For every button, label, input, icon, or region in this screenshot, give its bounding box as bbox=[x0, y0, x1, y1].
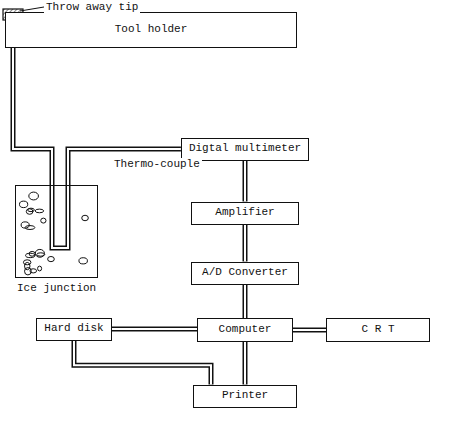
thermocouple-loop bbox=[52, 186, 68, 248]
double-line-connector bbox=[13, 48, 52, 185]
leader-line bbox=[20, 7, 44, 11]
connector-inner bbox=[244, 225, 246, 262]
node-label: Amplifier bbox=[215, 206, 274, 219]
ice-box-outline bbox=[15, 185, 98, 278]
process-box: Tool holder bbox=[5, 12, 297, 48]
double-line-connector bbox=[245, 161, 246, 202]
process-box: Printer bbox=[193, 385, 297, 408]
connector-outer bbox=[74, 341, 211, 385]
node-label: Ice junction bbox=[15, 278, 98, 295]
wire-label: Thermo-couple bbox=[112, 158, 202, 171]
node-label: C R T bbox=[361, 323, 394, 336]
connector-outer bbox=[13, 48, 52, 185]
double-line-connector bbox=[112, 329, 197, 330]
connector-outer bbox=[243, 225, 248, 262]
process-box: Computer bbox=[197, 318, 293, 342]
node-label: Computer bbox=[219, 323, 272, 336]
double-line-connector bbox=[74, 341, 211, 385]
part-label: Throw away tip bbox=[44, 1, 140, 14]
double-line-connector bbox=[245, 225, 246, 262]
connector-inner bbox=[293, 329, 326, 331]
process-box: Amplifier bbox=[191, 202, 299, 225]
node-label: A/D Converter bbox=[202, 266, 288, 279]
node-label: Tool holder bbox=[115, 23, 188, 36]
process-box: A/D Converter bbox=[191, 262, 299, 285]
connector-inner bbox=[244, 342, 246, 385]
connector-inner bbox=[244, 161, 246, 202]
process-box: C R T bbox=[326, 318, 430, 342]
node-label: Printer bbox=[222, 389, 268, 402]
double-line-connector bbox=[245, 342, 246, 385]
connector-inner bbox=[13, 48, 52, 185]
node-label: Hard disk bbox=[44, 322, 103, 335]
process-box: Hard disk bbox=[36, 318, 111, 341]
connector-outer bbox=[112, 327, 197, 332]
node-label: Digtal multimeter bbox=[189, 142, 301, 155]
connector-outer bbox=[243, 285, 248, 319]
connector-inner bbox=[112, 328, 197, 330]
connector-inner bbox=[244, 285, 246, 319]
double-line-connector bbox=[245, 285, 246, 319]
connector-outer bbox=[293, 328, 326, 333]
connector-outer bbox=[243, 342, 248, 385]
double-line-connector bbox=[293, 330, 326, 331]
connector-outer bbox=[243, 161, 248, 202]
ice-bath-box: Ice junction bbox=[15, 185, 98, 295]
connector-inner bbox=[74, 341, 211, 385]
